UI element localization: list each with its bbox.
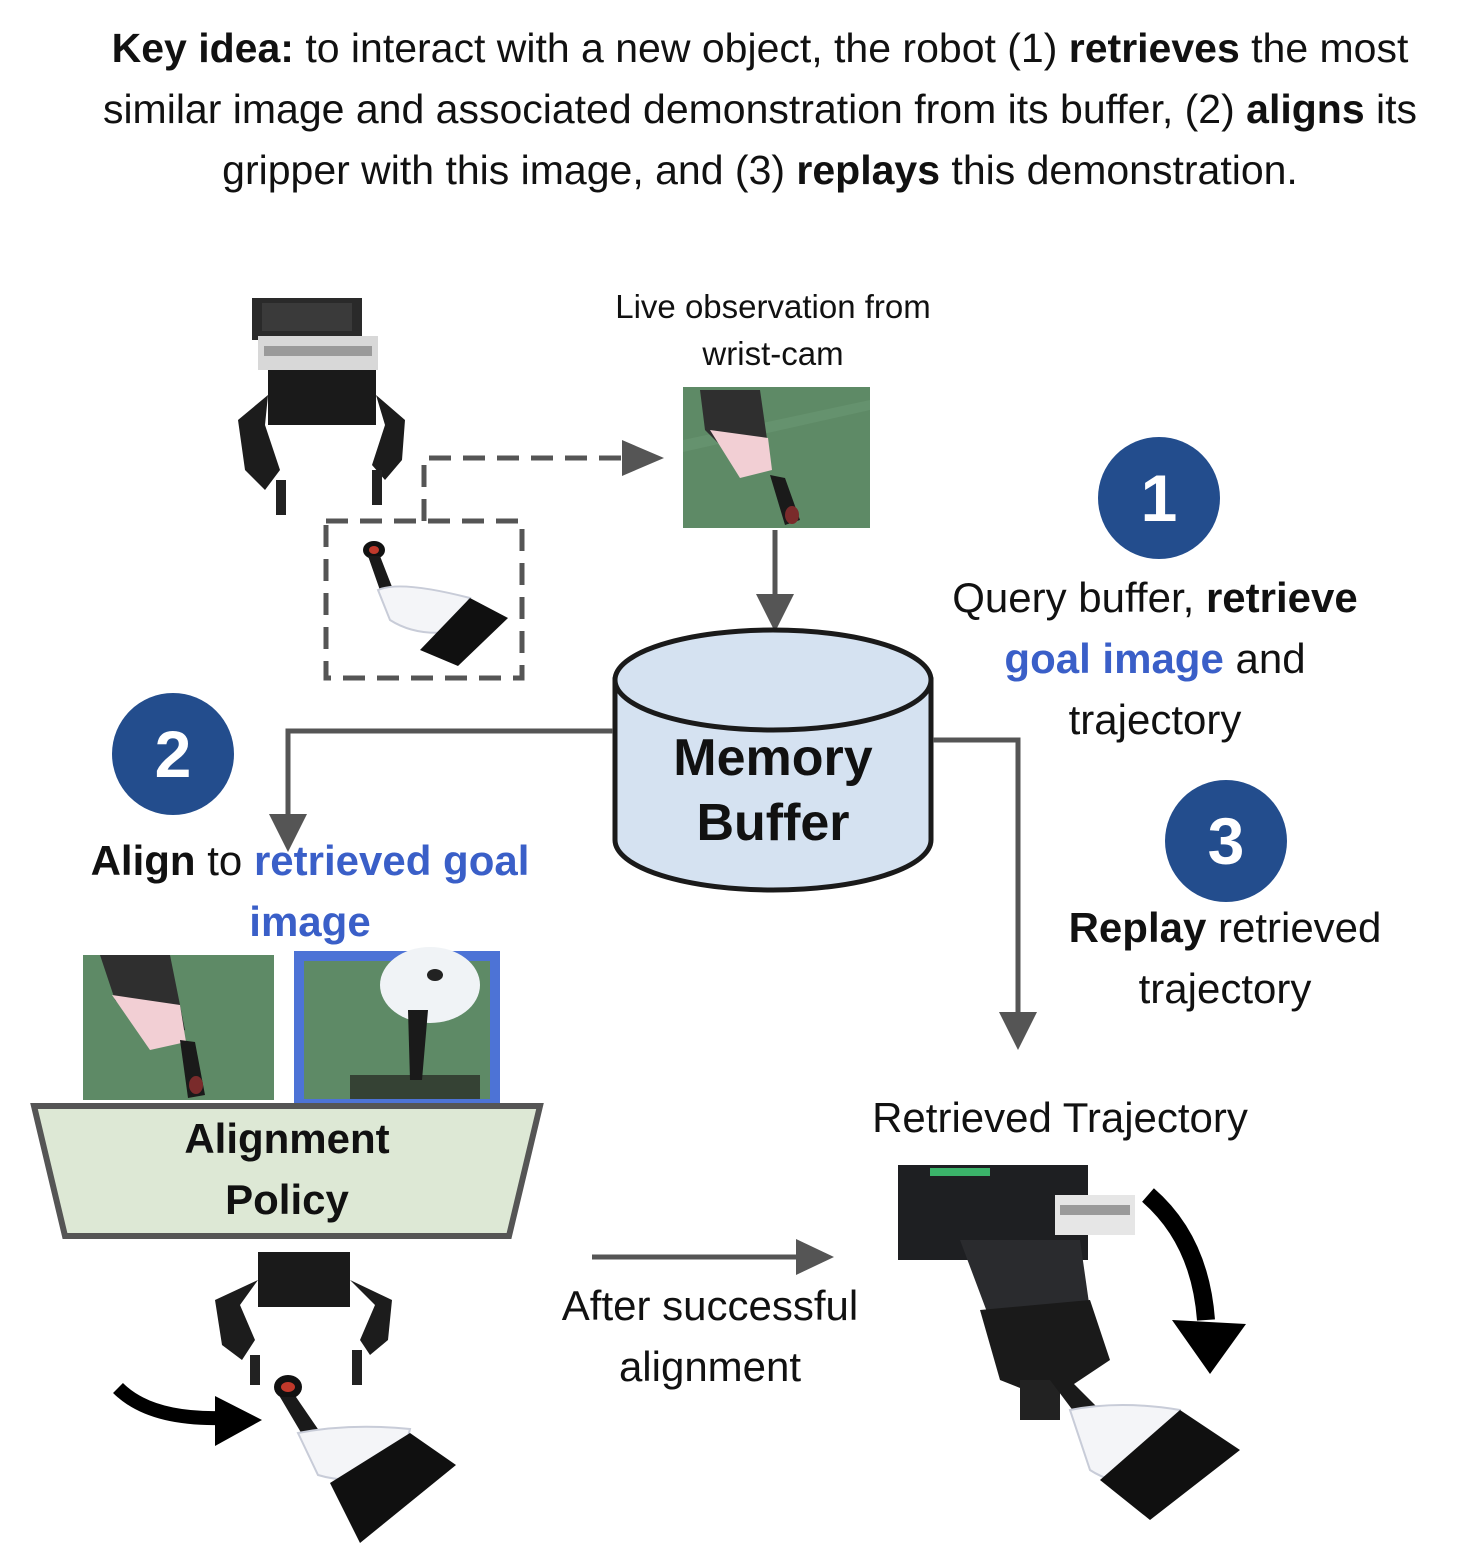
arrow-to-align [285, 728, 613, 818]
retrieved-goal-image [294, 947, 500, 1109]
step-2-badge: 2 [112, 693, 234, 815]
live-observation-caption: Live observation from wrist-cam [615, 288, 931, 372]
key-idea-text: Key idea: to interact with a new object,… [102, 25, 1418, 193]
dashed-arrow-line [421, 455, 664, 521]
gripper-icon [238, 298, 405, 515]
robot-arm-icon [898, 1165, 1135, 1420]
brush-icon [274, 1375, 456, 1543]
curved-arrow-icon [1141, 1188, 1246, 1374]
arrow-to-align-head [269, 814, 307, 852]
arrow-to-buffer-head [756, 594, 794, 632]
alignment-policy-label: Alignment Policy [184, 1115, 390, 1223]
arrow-to-trajectory-head [999, 1012, 1037, 1050]
step-1-badge: 1 [1098, 437, 1220, 559]
brush-icon [1050, 1380, 1240, 1520]
current-observation-photo [83, 955, 274, 1100]
brush-icon [363, 541, 508, 666]
curved-arrow-icon [113, 1382, 262, 1446]
after-alignment-arrow-head [796, 1239, 834, 1275]
retrieved-trajectory-label: Retrieved Trajectory [872, 1094, 1248, 1141]
step-3-badge: 3 [1165, 780, 1287, 902]
step-1-text: Query buffer, retrieve goal image and tr… [952, 574, 1358, 743]
object-dashed-box [323, 518, 525, 681]
alignment-policy-box [30, 1103, 544, 1239]
step-3-text: Replay retrieved trajectory [1068, 904, 1382, 1012]
live-observation-photo [683, 387, 870, 528]
gripper-icon [215, 1252, 392, 1385]
after-alignment-caption: After successful alignment [561, 1282, 859, 1390]
step-2-text: Align to retrieved goal image [90, 837, 530, 945]
memory-buffer-cylinder [612, 627, 934, 893]
dashed-arrow-head [622, 440, 664, 476]
arrow-to-trajectory [933, 737, 1021, 1014]
memory-buffer-label: Memory Buffer [673, 729, 873, 852]
